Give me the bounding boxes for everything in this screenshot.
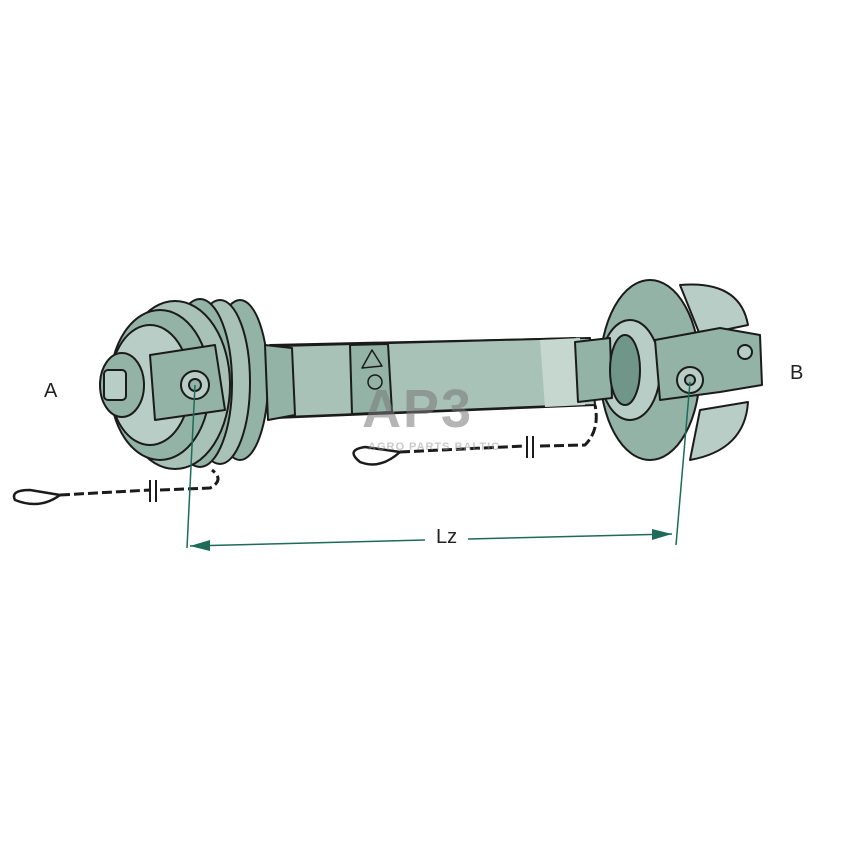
warning-icon-hazard [367,374,383,390]
right-yoke [654,327,763,401]
end-b-label: B [790,362,804,384]
watermark-tagline: AGRO PARTS BALTIC [368,441,501,453]
length-label: Lz [436,526,458,548]
left-yoke [99,344,226,421]
warning-label [349,343,393,415]
right-safety-chain [352,404,598,466]
dimension-lz [186,381,691,551]
tube-highlight [540,338,585,407]
right-guard [574,279,749,461]
warning-icon-triangle [361,349,383,369]
end-a-label: A [44,380,58,402]
watermark-logo: AP3 [362,379,474,439]
left-safety-chain [12,468,220,506]
